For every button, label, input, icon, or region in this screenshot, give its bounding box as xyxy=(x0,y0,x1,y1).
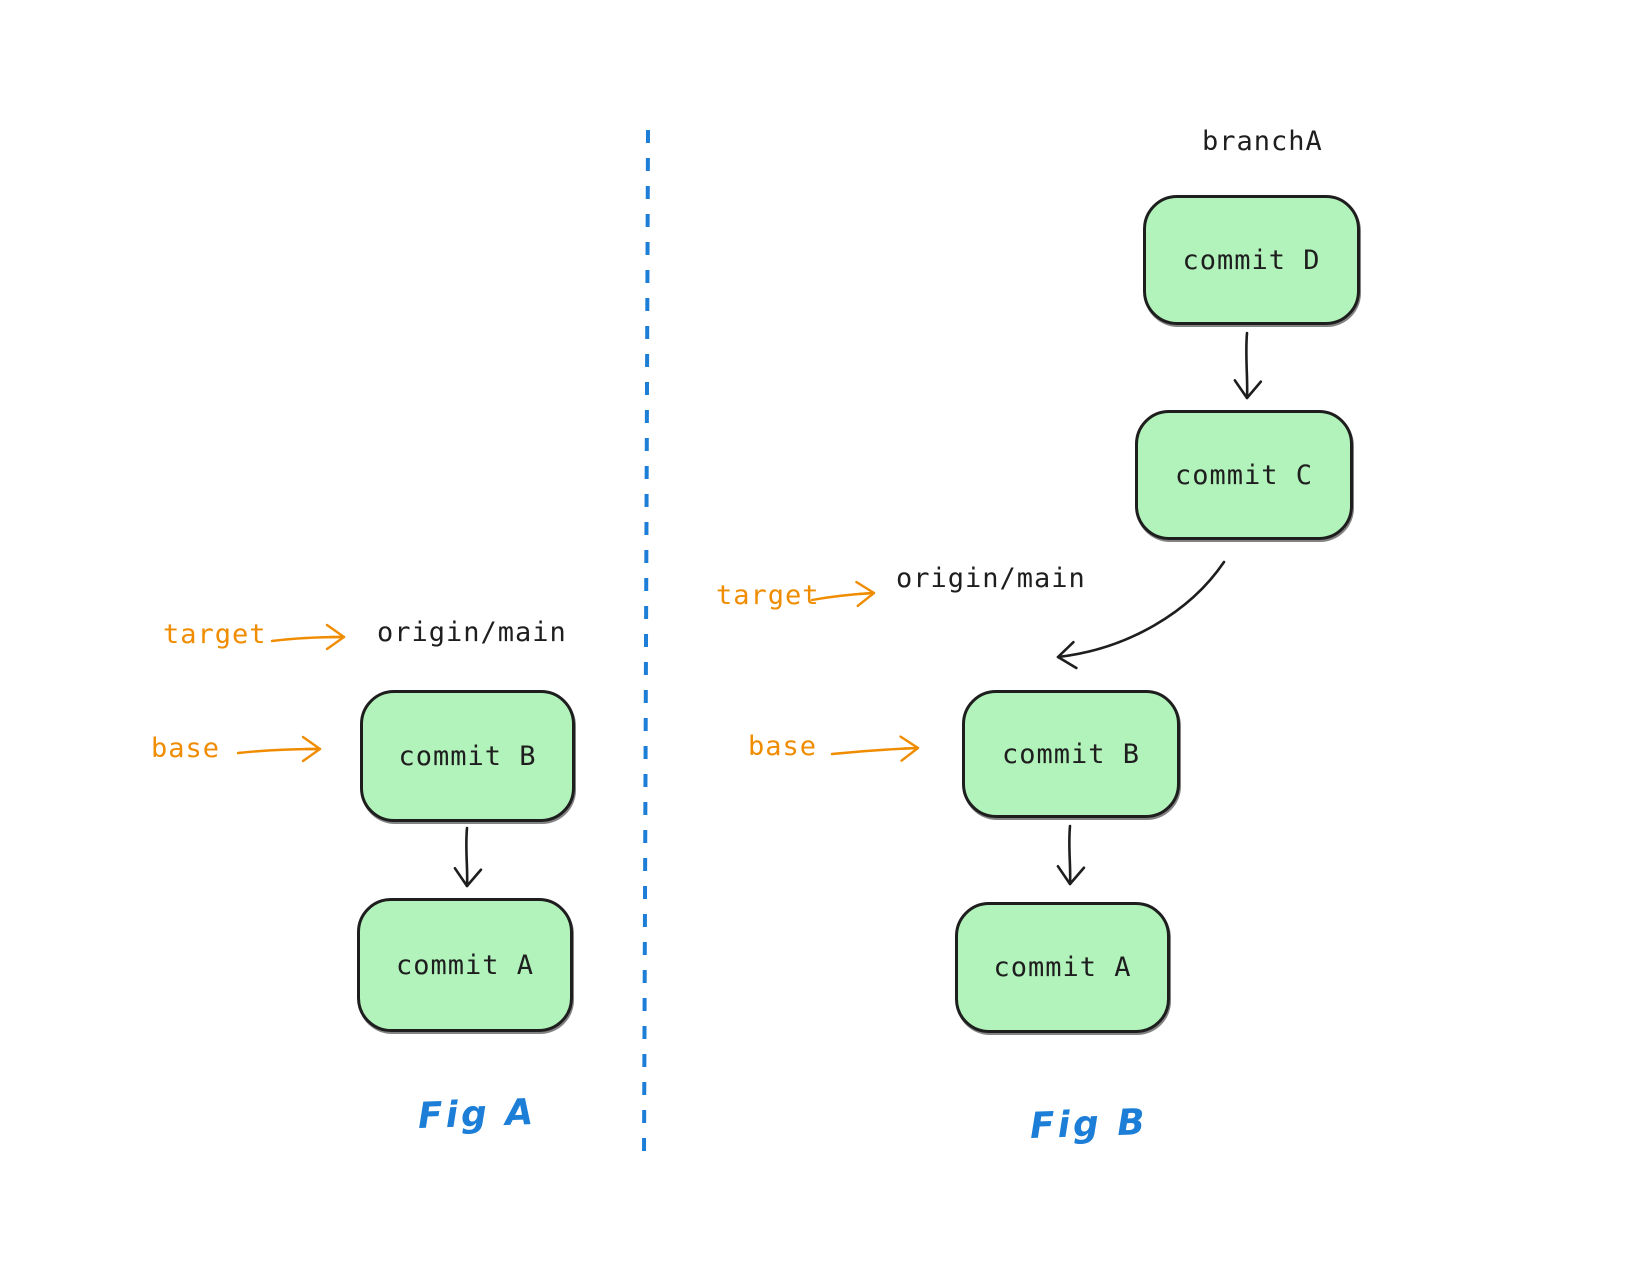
arrow-commit-d-to-commit-c xyxy=(1233,331,1263,400)
commit-c-label: commit C xyxy=(1174,459,1314,491)
commit-b-label-fig-a: commit B xyxy=(398,740,537,772)
arrow-commit-b-to-commit-a-fig-b xyxy=(1056,824,1086,886)
arrow-base-to-commit-b-fig-b xyxy=(830,735,920,762)
commit-d-label: commit D xyxy=(1182,244,1321,276)
commit-a-node-fig-b: commit A xyxy=(955,902,1170,1033)
arrow-commit-b-to-commit-a-fig-a xyxy=(453,826,483,888)
base-label-fig-b: base xyxy=(748,731,818,762)
branch-a-label: branchA xyxy=(1202,126,1323,157)
divider-dashed-line xyxy=(642,129,650,1159)
commit-a-label-fig-a: commit A xyxy=(395,949,535,981)
target-label-fig-a: target xyxy=(163,619,267,650)
arrow-target-to-origin-fig-a xyxy=(270,623,346,651)
commit-a-label-fig-b: commit A xyxy=(993,952,1132,983)
fig-b-caption: Fig B xyxy=(1029,1101,1149,1148)
commit-b-node-fig-a: commit B xyxy=(360,690,575,822)
arrow-target-to-origin-fig-b xyxy=(810,580,876,608)
arrow-base-to-commit-b-fig-a xyxy=(236,735,322,763)
fig-a-caption: Fig A xyxy=(417,1091,537,1138)
commit-c-node: commit C xyxy=(1135,410,1353,540)
commit-a-node-fig-a: commit A xyxy=(357,898,573,1032)
target-label-fig-b: target xyxy=(716,580,820,611)
origin-main-ref-fig-a: origin/main xyxy=(377,617,567,648)
commit-b-label-fig-b: commit B xyxy=(1001,738,1141,770)
commit-d-node: commit D xyxy=(1143,195,1360,325)
base-label-fig-a: base xyxy=(151,733,221,764)
origin-main-ref-fig-b: origin/main xyxy=(896,563,1086,594)
commit-b-node-fig-b: commit B xyxy=(962,690,1180,818)
